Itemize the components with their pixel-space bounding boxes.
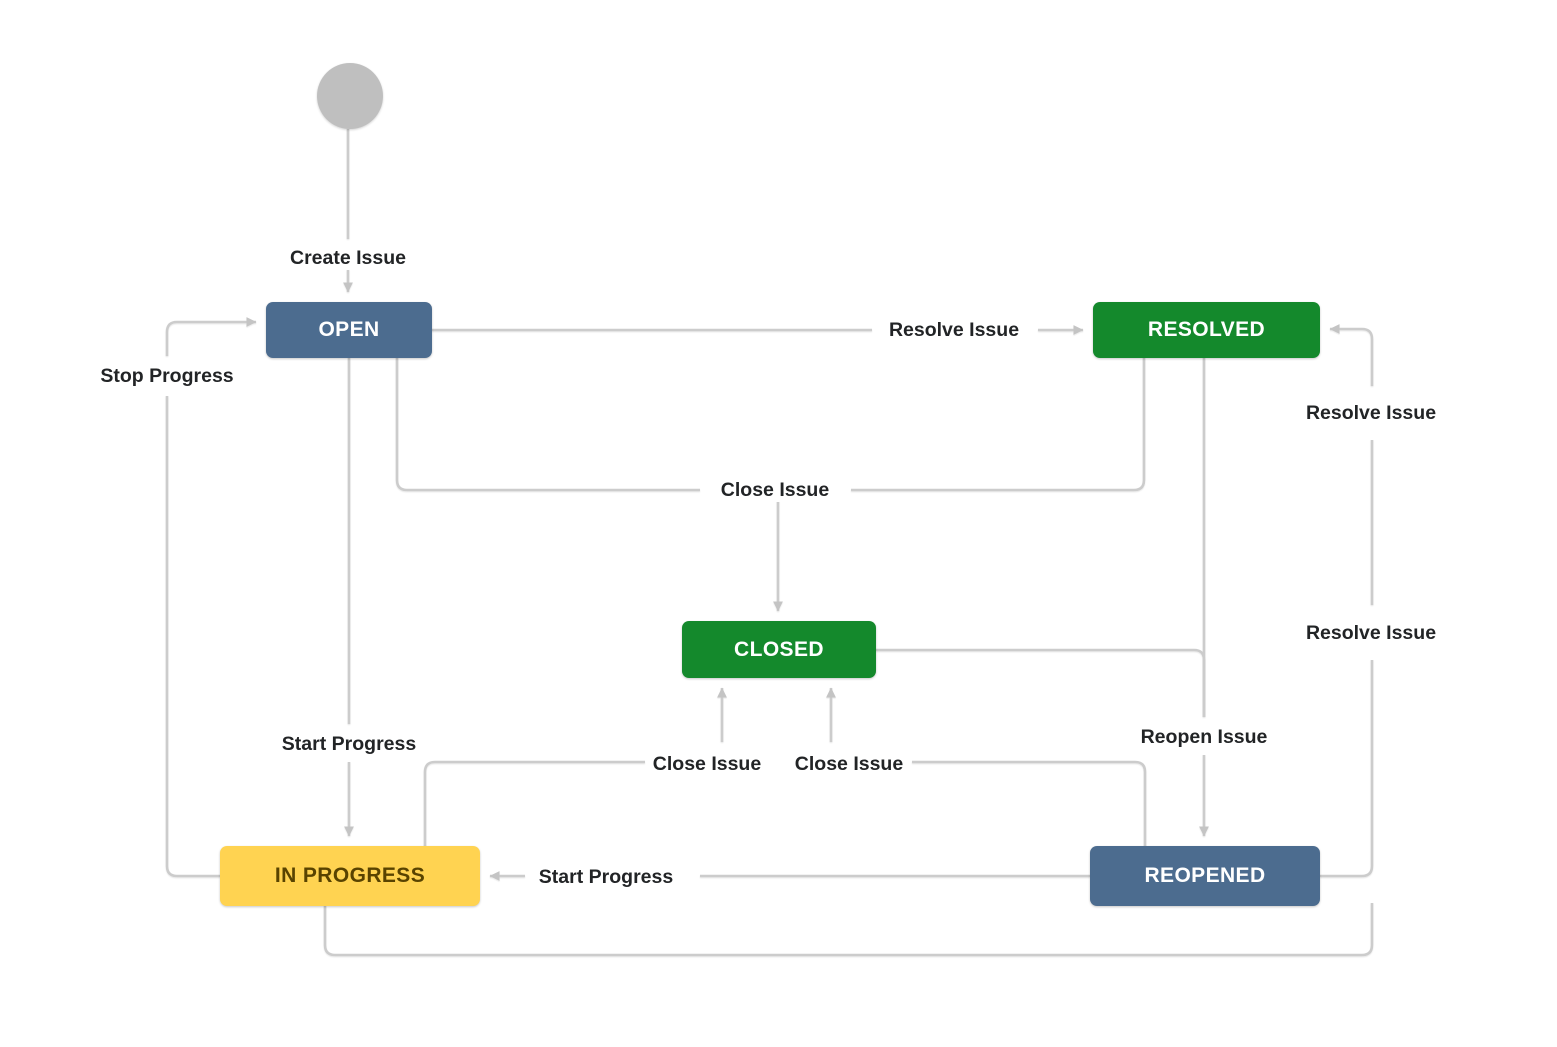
- edge-label-resolve-issue-open: Resolve Issue: [881, 318, 1027, 342]
- node-open-label: OPEN: [318, 318, 380, 341]
- start-marker: [317, 63, 383, 129]
- edge-label-close-issue-right: Close Issue: [787, 752, 911, 776]
- node-open[interactable]: OPEN: [266, 302, 432, 358]
- edge-inprogress-open-arrow: [165, 317, 257, 356]
- edge-label-close-issue-left: Close Issue: [645, 752, 769, 776]
- edge-reopened-resolved-arrow: [1329, 324, 1374, 386]
- edge-label-resolve-issue-reopened: Resolve Issue: [1298, 401, 1444, 425]
- edge-label-reopen-issue: Reopen Issue: [1133, 725, 1275, 749]
- edge-closed-reopened: [876, 648, 1206, 717]
- edge-inprogress-open: [165, 396, 220, 878]
- edge-reopened-closed: [912, 760, 1147, 846]
- edge-label-start-progress-reopened: Start Progress: [531, 865, 681, 889]
- edge-label-stop-progress: Stop Progress: [93, 364, 241, 388]
- edge-inprogress-resolved: [323, 903, 1374, 957]
- node-resolved[interactable]: RESOLVED: [1093, 302, 1320, 358]
- edge-inprogress-closed: [423, 760, 645, 846]
- edge-label-create-issue: Create Issue: [283, 246, 413, 270]
- node-in-progress-label: IN PROGRESS: [274, 864, 426, 887]
- edge-label-close-issue-top: Close Issue: [713, 478, 837, 502]
- edge-label-resolve-issue-inprogress: Resolve Issue: [1298, 621, 1444, 645]
- edge-label-start-progress-open: Start Progress: [274, 732, 424, 756]
- edge-open-closed: [395, 358, 700, 492]
- node-reopened[interactable]: REOPENED: [1090, 846, 1320, 906]
- node-resolved-label: RESOLVED: [1147, 318, 1266, 341]
- node-closed[interactable]: CLOSED: [682, 621, 876, 678]
- node-closed-label: CLOSED: [734, 637, 824, 661]
- node-in-progress[interactable]: IN PROGRESS: [220, 846, 480, 906]
- edge-resolved-closed: [851, 358, 1146, 492]
- edge-reopened-resolved: [1320, 660, 1374, 878]
- node-reopened-label: REOPENED: [1144, 864, 1266, 887]
